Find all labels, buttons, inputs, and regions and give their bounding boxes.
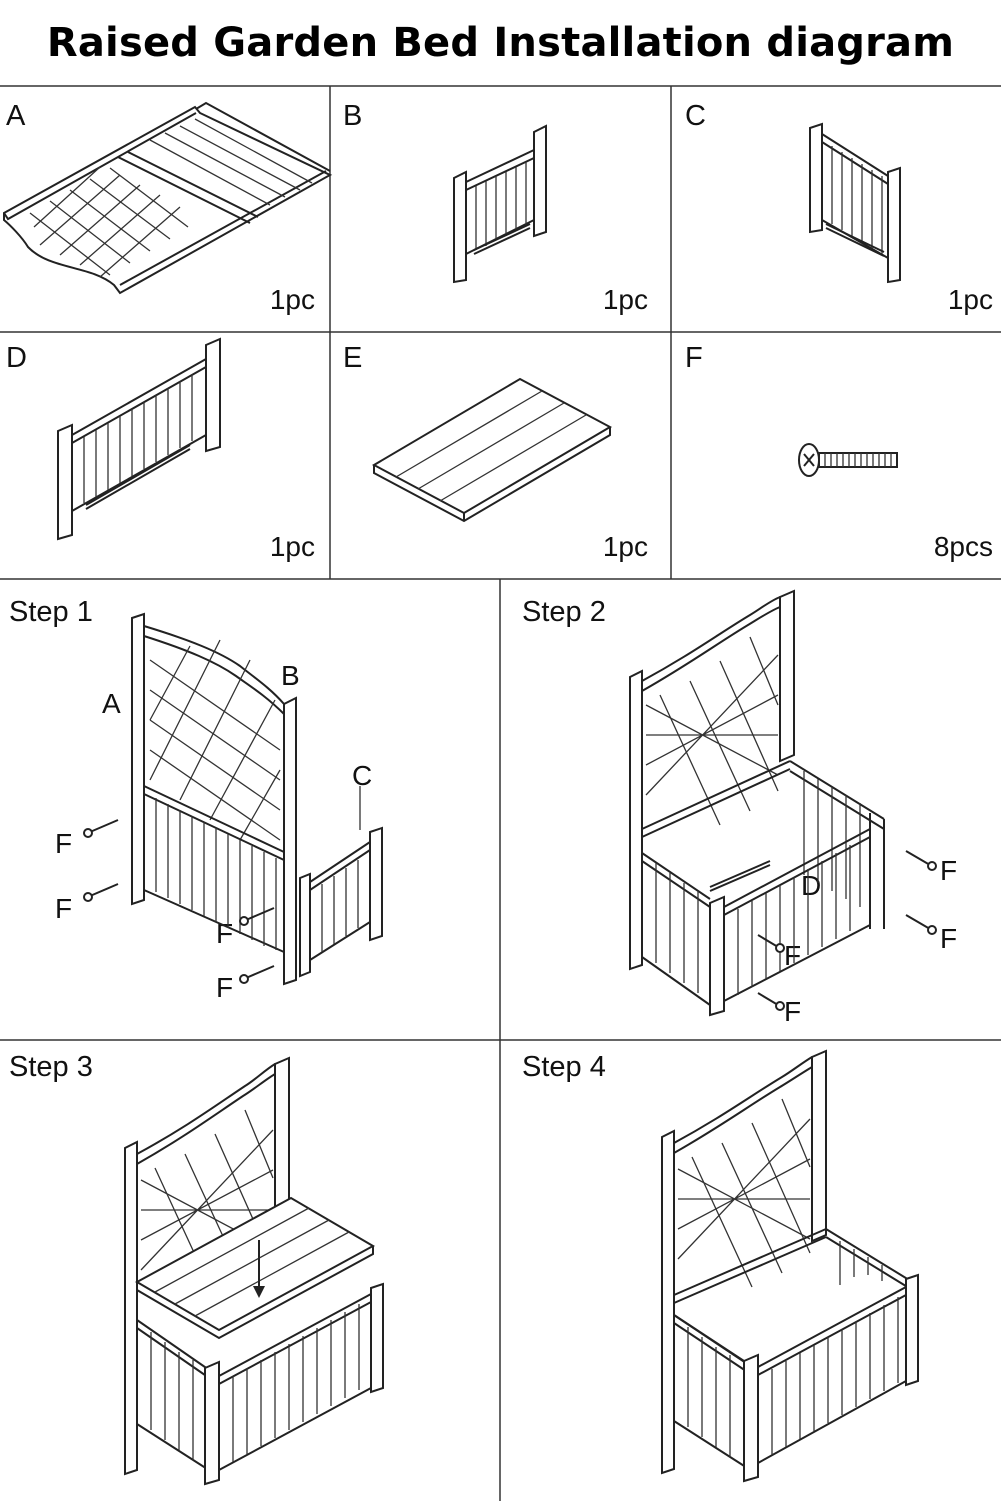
step-1-callout-c: C — [352, 760, 373, 791]
part-f-screw-drawing — [798, 443, 898, 477]
step-1-callout-f2: F — [55, 893, 73, 924]
part-c-label: C — [685, 100, 706, 132]
step-2-callout-f4: F — [784, 996, 802, 1027]
step-1-callout-b: B — [281, 660, 300, 691]
part-a-qty: 1pc — [269, 284, 315, 315]
part-b-side-panel-drawing — [453, 124, 547, 284]
diagram-title: Raised Garden Bed Installation diagram — [46, 20, 955, 66]
step-3-label: Step 3 — [9, 1051, 93, 1083]
step-1-drawing — [83, 612, 383, 986]
step-2-callout-d: D — [801, 870, 822, 901]
step-4-label: Step 4 — [522, 1051, 606, 1083]
step-4-drawing — [661, 1049, 919, 1483]
part-b-label: B — [343, 100, 363, 132]
step-3-drawing — [124, 1056, 384, 1486]
step-1-callout-f3: F — [216, 918, 234, 949]
part-d-label: D — [6, 342, 27, 374]
part-b-qty: 1pc — [602, 284, 648, 315]
part-e-label: E — [343, 342, 363, 374]
part-f-qty: 8pcs — [933, 531, 993, 562]
step-1-callout-f4: F — [216, 972, 234, 1003]
part-c-qty: 1pc — [947, 284, 993, 315]
step-1-callout-f1: F — [55, 828, 73, 859]
step-1-label: Step 1 — [9, 596, 93, 628]
step-2-label: Step 2 — [522, 596, 606, 628]
part-d-front-panel-drawing — [57, 337, 221, 541]
step-2-callout-f1: F — [940, 855, 958, 886]
step-1-screws — [83, 819, 275, 984]
part-c-side-panel-drawing — [809, 122, 901, 284]
part-d-qty: 1pc — [269, 531, 315, 562]
part-a-trellis-panel-drawing — [3, 101, 333, 295]
step-2-drawing — [629, 589, 937, 1017]
part-e-bottom-board-drawing — [371, 377, 613, 523]
step-1-callout-a: A — [102, 688, 121, 719]
part-a-label: A — [6, 100, 26, 132]
part-e-qty: 1pc — [602, 531, 648, 562]
step-2-callout-f2: F — [940, 923, 958, 954]
part-f-label: F — [685, 342, 703, 374]
